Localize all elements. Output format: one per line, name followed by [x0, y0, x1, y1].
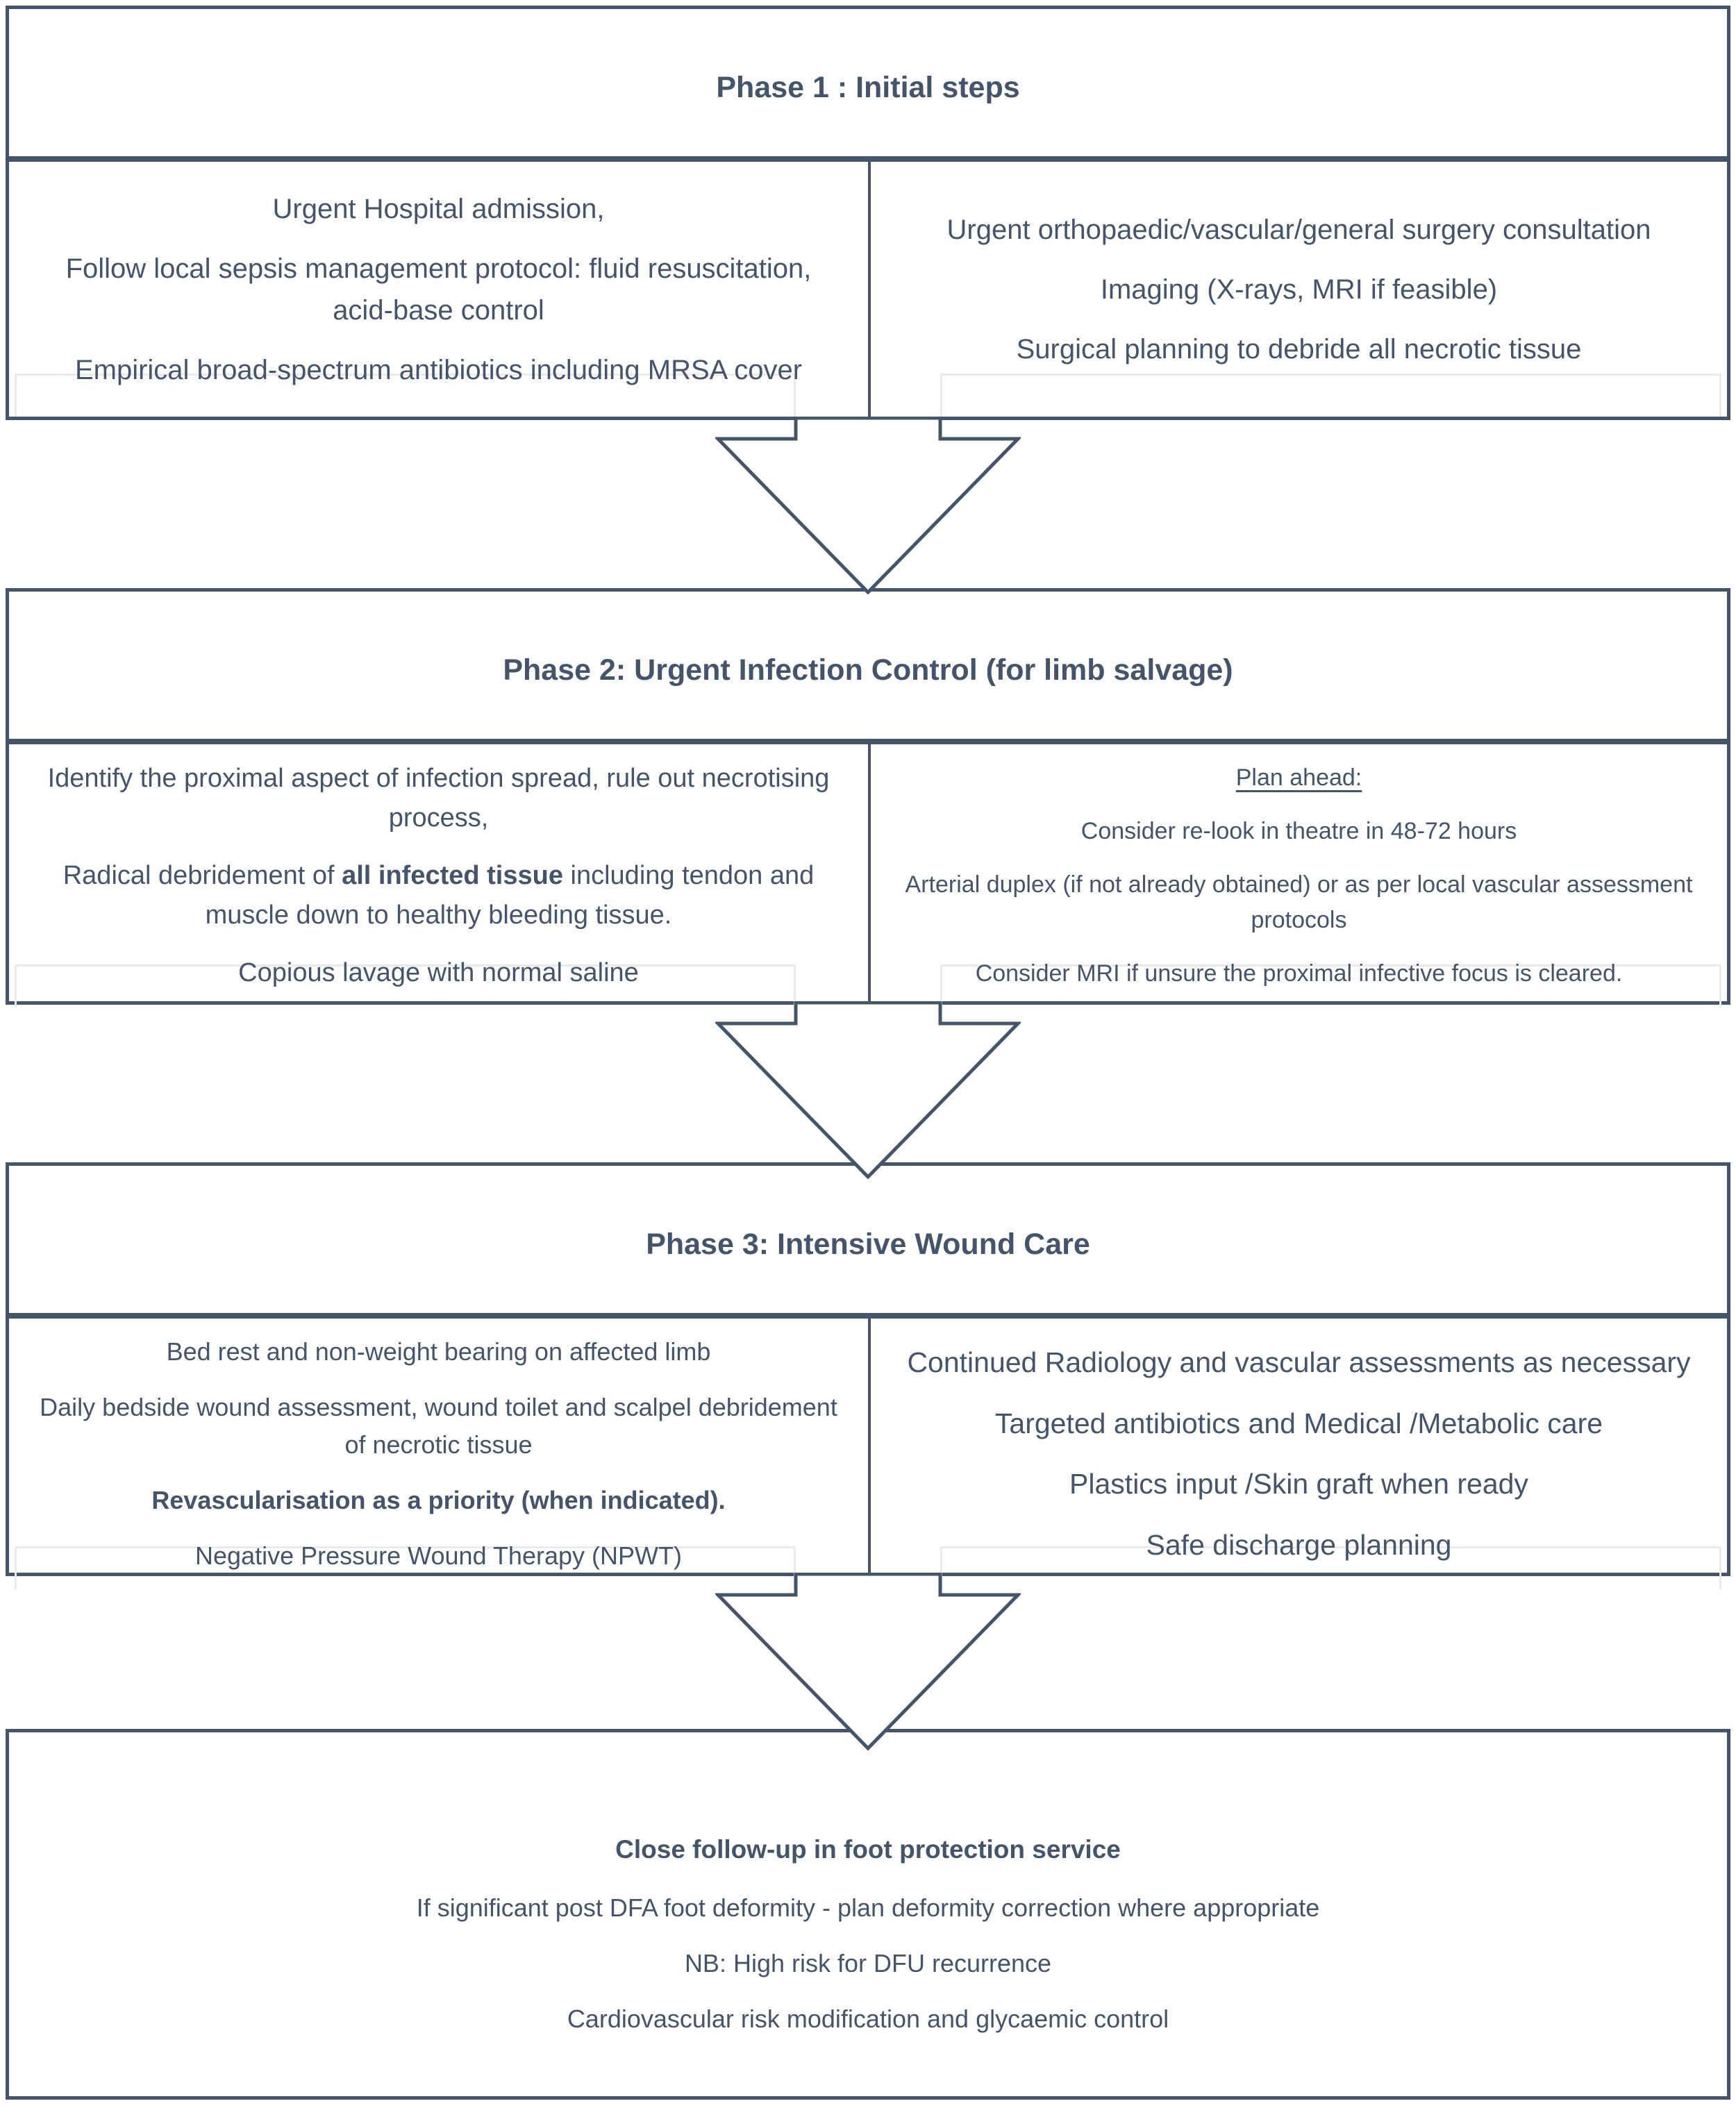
phase1-header: Phase 1 : Initial steps: [9, 9, 1727, 162]
text-segment: including tendon and muscle down to heal…: [205, 861, 815, 930]
phase3-header: Phase 3: Intensive Wound Care: [9, 1166, 1727, 1319]
phase1-title: Phase 1 : Initial steps: [716, 70, 1020, 104]
phase1-content: Urgent Hospital admission, Follow local …: [9, 162, 1727, 417]
phase2-content: Identify the proximal aspect of infectio…: [9, 744, 1727, 1007]
phase1-left-column: Urgent Hospital admission, Follow local …: [9, 162, 868, 417]
list-item: If significant post DFA foot deformity -…: [416, 1893, 1320, 1922]
list-item: Copious lavage with normal saline: [238, 958, 639, 987]
plan-ahead-heading: Plan ahead:: [1236, 760, 1362, 796]
phase2-header: Phase 2: Urgent Infection Control (for l…: [9, 592, 1727, 744]
list-item: Imaging (X-rays, MRI if feasible): [1100, 274, 1498, 305]
phase2-right-column: Plan ahead: Consider re-look in theatre …: [868, 744, 1727, 1007]
down-arrow-icon: [715, 417, 1021, 594]
phase2-box: Phase 2: Urgent Infection Control (for l…: [6, 588, 1730, 1007]
list-item: Continued Radiology and vascular assessm…: [907, 1346, 1691, 1378]
text-segment: Radical debridement of: [62, 861, 342, 890]
list-item: Identify the proximal aspect of infectio…: [47, 764, 830, 833]
list-item: Daily bedside wound assessment, wound to…: [40, 1393, 837, 1459]
phase1-box: Phase 1 : Initial steps Urgent Hospital …: [6, 6, 1730, 420]
list-item: Empirical broad-spectrum antibiotics inc…: [74, 354, 803, 385]
phase1-right-column: Urgent orthopaedic/vascular/general surg…: [868, 162, 1727, 417]
list-item: Follow local sepsis management protocol:…: [65, 253, 812, 326]
down-arrow-icon: [715, 1001, 1021, 1179]
list-item: Radical debridement of all infected tiss…: [37, 856, 840, 935]
list-item: Surgical planning to debride all necroti…: [1016, 333, 1582, 365]
follow-up-box: Close follow-up in foot protection servi…: [6, 1729, 1730, 2100]
list-item: Plastics input /Skin graft when ready: [1069, 1468, 1528, 1500]
list-item: Targeted antibiotics and Medical /Metabo…: [994, 1407, 1603, 1439]
phase3-left-column: Bed rest and non-weight bearing on affec…: [9, 1319, 868, 1589]
down-arrow-icon: [715, 1573, 1021, 1750]
phase2-title: Phase 2: Urgent Infection Control (for l…: [503, 653, 1233, 687]
follow-up-title: Close follow-up in foot protection servi…: [615, 1835, 1121, 1864]
list-item: Negative Pressure Wound Therapy (NPWT): [195, 1541, 682, 1570]
phase3-content: Bed rest and non-weight bearing on affec…: [9, 1319, 1727, 1589]
bold-text-segment: all infected tissue: [342, 861, 563, 890]
list-item: Bed rest and non-weight bearing on affec…: [166, 1337, 711, 1366]
list-item: NB: High risk for DFU recurrence: [684, 1948, 1052, 1977]
list-item: Cardiovascular risk modification and gly…: [567, 2004, 1169, 2033]
phase2-left-column: Identify the proximal aspect of infectio…: [9, 744, 868, 1007]
follow-up-content: Close follow-up in foot protection servi…: [9, 1732, 1727, 2096]
underlined-heading: Plan ahead:: [1235, 764, 1362, 791]
list-item: Urgent Hospital admission,: [272, 193, 605, 224]
list-item-bold: Revascularisation as a priority (when in…: [151, 1486, 726, 1514]
list-item: Arterial duplex (if not already obtained…: [905, 871, 1693, 933]
phase3-title: Phase 3: Intensive Wound Care: [646, 1227, 1090, 1261]
phase3-box: Phase 3: Intensive Wound Care Bed rest a…: [6, 1162, 1730, 1589]
list-item: Consider MRI if unsure the proximal infe…: [975, 960, 1623, 987]
list-item: Consider re-look in theatre in 48-72 hou…: [1080, 818, 1517, 844]
list-item: Safe discharge planning: [1146, 1528, 1452, 1561]
phase3-right-column: Continued Radiology and vascular assessm…: [868, 1319, 1727, 1589]
list-item: Urgent orthopaedic/vascular/general surg…: [946, 214, 1651, 245]
